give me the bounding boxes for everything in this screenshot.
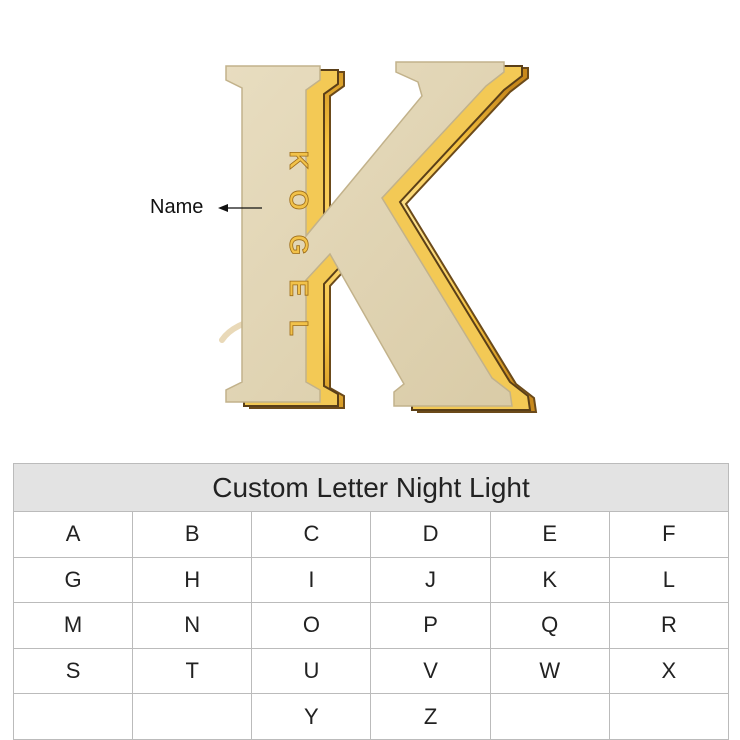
letter-cell: A bbox=[12, 511, 134, 558]
table-title: Custom Letter Night Light bbox=[13, 463, 729, 512]
letter-cell bbox=[132, 693, 253, 740]
product-photo: K O G E L Name bbox=[150, 61, 538, 413]
letter-cell: S bbox=[12, 647, 134, 695]
letter-cell bbox=[12, 693, 134, 740]
name-arrow bbox=[218, 204, 262, 212]
letter-cell: X bbox=[608, 647, 730, 695]
letter-cell: M bbox=[12, 602, 134, 649]
engraved-letter: E bbox=[284, 279, 314, 296]
engraved-letter: O bbox=[284, 190, 314, 210]
letter-k-night-light-image: K O G E L bbox=[218, 61, 538, 413]
letter-cell: E bbox=[489, 511, 610, 558]
letter-cell: P bbox=[370, 602, 491, 649]
letter-cell bbox=[489, 693, 610, 740]
letter-cell: J bbox=[370, 556, 491, 604]
letter-cell: L bbox=[608, 556, 730, 604]
name-annotation-label: Name bbox=[150, 196, 204, 218]
letter-cell: R bbox=[608, 602, 730, 649]
letter-cell: I bbox=[251, 556, 372, 604]
letter-cell: T bbox=[132, 647, 253, 695]
letter-cell: Y bbox=[251, 693, 372, 740]
letter-cell: G bbox=[12, 556, 134, 604]
letter-cell: H bbox=[132, 556, 253, 604]
letter-cell: V bbox=[370, 647, 491, 695]
letter-cell: F bbox=[608, 511, 730, 558]
letter-cell: O bbox=[251, 602, 372, 649]
letter-cell: U bbox=[251, 647, 372, 695]
engraved-letter: L bbox=[284, 320, 314, 336]
engraved-letter: K bbox=[284, 151, 314, 170]
engraved-letter: G bbox=[284, 235, 314, 255]
letter-cell: D bbox=[370, 511, 491, 558]
letter-cell bbox=[608, 693, 730, 740]
engraved-name: K O G E L bbox=[284, 150, 315, 336]
letter-cell: B bbox=[132, 511, 253, 558]
letter-cell: K bbox=[489, 556, 610, 604]
letter-cell: C bbox=[251, 511, 372, 558]
letter-cell: W bbox=[489, 647, 610, 695]
letter-cell: Q bbox=[489, 602, 610, 649]
letter-cell: N bbox=[132, 602, 253, 649]
letter-cell: Z bbox=[370, 693, 491, 740]
front-wood-layer bbox=[225, 61, 513, 407]
